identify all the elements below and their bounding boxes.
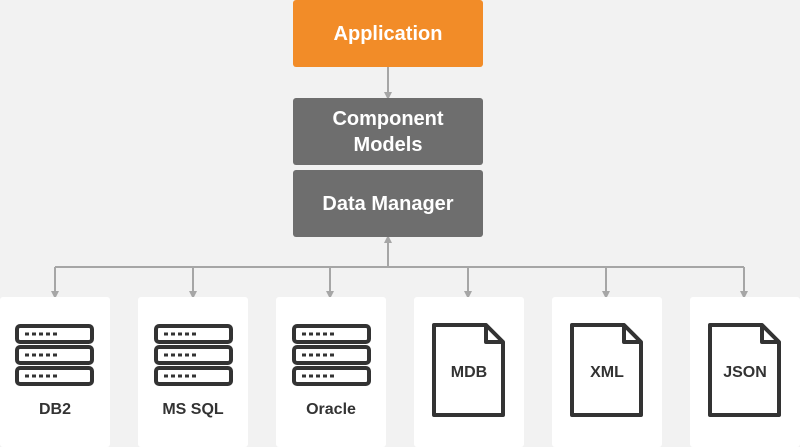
component-models-box: Component Models xyxy=(293,98,483,165)
database-server-icon xyxy=(15,324,94,386)
document-icon xyxy=(570,323,643,417)
source-label-oracle: Oracle xyxy=(306,401,356,418)
component-models-label: Component Models xyxy=(332,107,444,156)
source-label-mssql: MS SQL xyxy=(162,401,224,418)
data-manager-label: Data Manager xyxy=(322,192,454,215)
source-card-mdb: MDB xyxy=(414,297,524,447)
application-label: Application xyxy=(333,22,443,45)
source-card-xml: XML xyxy=(552,297,662,447)
source-card-mssql: MS SQL xyxy=(138,297,248,447)
source-card-db2: DB2 xyxy=(0,297,110,447)
source-label-json: JSON xyxy=(723,364,767,381)
database-server-icon xyxy=(292,324,371,386)
application-box: Application xyxy=(293,0,483,67)
source-card-json: JSON xyxy=(690,297,800,447)
document-icon xyxy=(432,323,505,417)
data-manager-box: Data Manager xyxy=(293,170,483,237)
source-label-mdb: MDB xyxy=(450,364,488,381)
database-server-icon xyxy=(154,324,233,386)
source-label-xml: XML xyxy=(590,364,624,381)
document-icon xyxy=(708,323,781,417)
source-label-db2: DB2 xyxy=(38,401,71,418)
source-card-oracle: Oracle xyxy=(276,297,386,447)
